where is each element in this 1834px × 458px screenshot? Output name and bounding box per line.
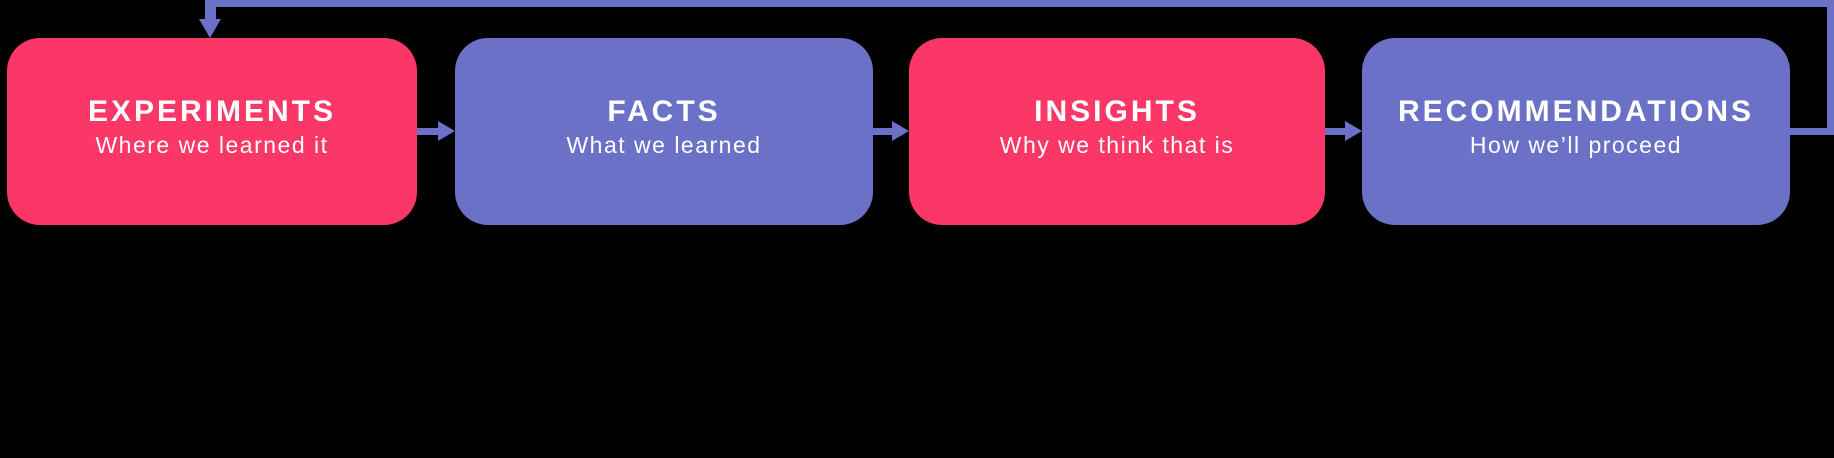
- arrow-shaft: [417, 128, 442, 135]
- box-title: EXPERIMENTS: [87, 94, 337, 128]
- box-title: RECOMMENDATIONS: [1397, 94, 1755, 128]
- arrow-right-icon: [892, 121, 909, 141]
- arrow-facts-to-insights: [873, 121, 909, 142]
- arrow-insights-to-recommendations: [1325, 121, 1362, 142]
- feedback-loop-right-line: [1827, 0, 1834, 135]
- box-subtitle: Where we learned it: [95, 131, 329, 158]
- feedback-loop-top-line: [205, 0, 1834, 7]
- arrow-right-icon: [438, 121, 455, 141]
- flow-box-recommendations: RECOMMENDATIONS How we’ll proceed: [1362, 38, 1790, 225]
- box-subtitle: Why we think that is: [999, 131, 1235, 158]
- arrow-down-icon: [199, 19, 221, 38]
- arrow-right-icon: [1345, 121, 1362, 141]
- feedback-loop-exit-line: [1790, 128, 1834, 135]
- arrow-shaft: [1325, 128, 1349, 135]
- box-title: INSIGHTS: [1034, 94, 1200, 128]
- arrow-shaft: [873, 128, 896, 135]
- box-subtitle: How we’ll proceed: [1469, 131, 1683, 158]
- box-title: FACTS: [607, 94, 721, 128]
- flow-box-experiments: EXPERIMENTS Where we learned it: [7, 38, 417, 225]
- arrow-experiments-to-facts: [417, 121, 455, 142]
- flow-box-facts: FACTS What we learned: [455, 38, 873, 225]
- flow-box-insights: INSIGHTS Why we think that is: [909, 38, 1325, 225]
- box-subtitle: What we learned: [566, 131, 762, 158]
- feedback-loop-down-line: [205, 0, 216, 20]
